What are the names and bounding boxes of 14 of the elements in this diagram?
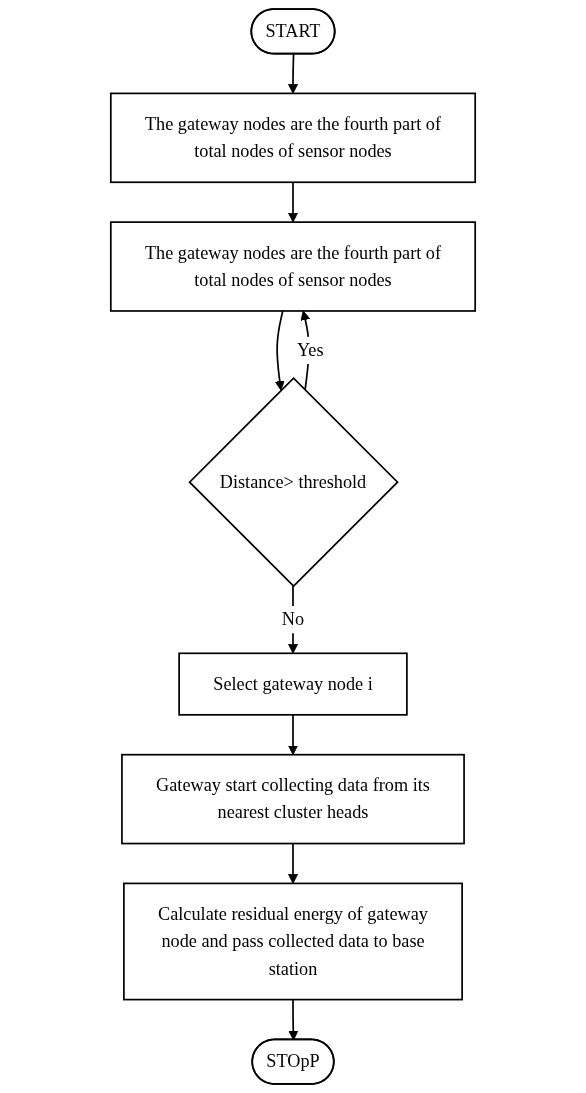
arrow	[288, 53, 298, 94]
node-diamond: Distance> threshold	[188, 376, 399, 588]
arrow	[288, 998, 299, 1041]
arrow	[288, 181, 298, 223]
node-box: Select gateway node i	[178, 652, 408, 716]
arrow	[288, 842, 298, 884]
arrow	[274, 310, 285, 391]
edge-label: Yes	[297, 340, 324, 360]
arrow	[288, 713, 298, 756]
node-box: Calculate residual energy of gateway node and pass collected data to base station	[123, 882, 463, 1001]
node-box: The gateway nodes are the fourth part of total nodes of sensor nodes	[109, 221, 477, 312]
edge-label: No	[281, 609, 305, 629]
node-box: Gateway start collecting data from its nearest cluster heads	[121, 753, 465, 845]
node-box: The gateway nodes are the fourth part of total nodes of sensor nodes	[109, 92, 477, 184]
